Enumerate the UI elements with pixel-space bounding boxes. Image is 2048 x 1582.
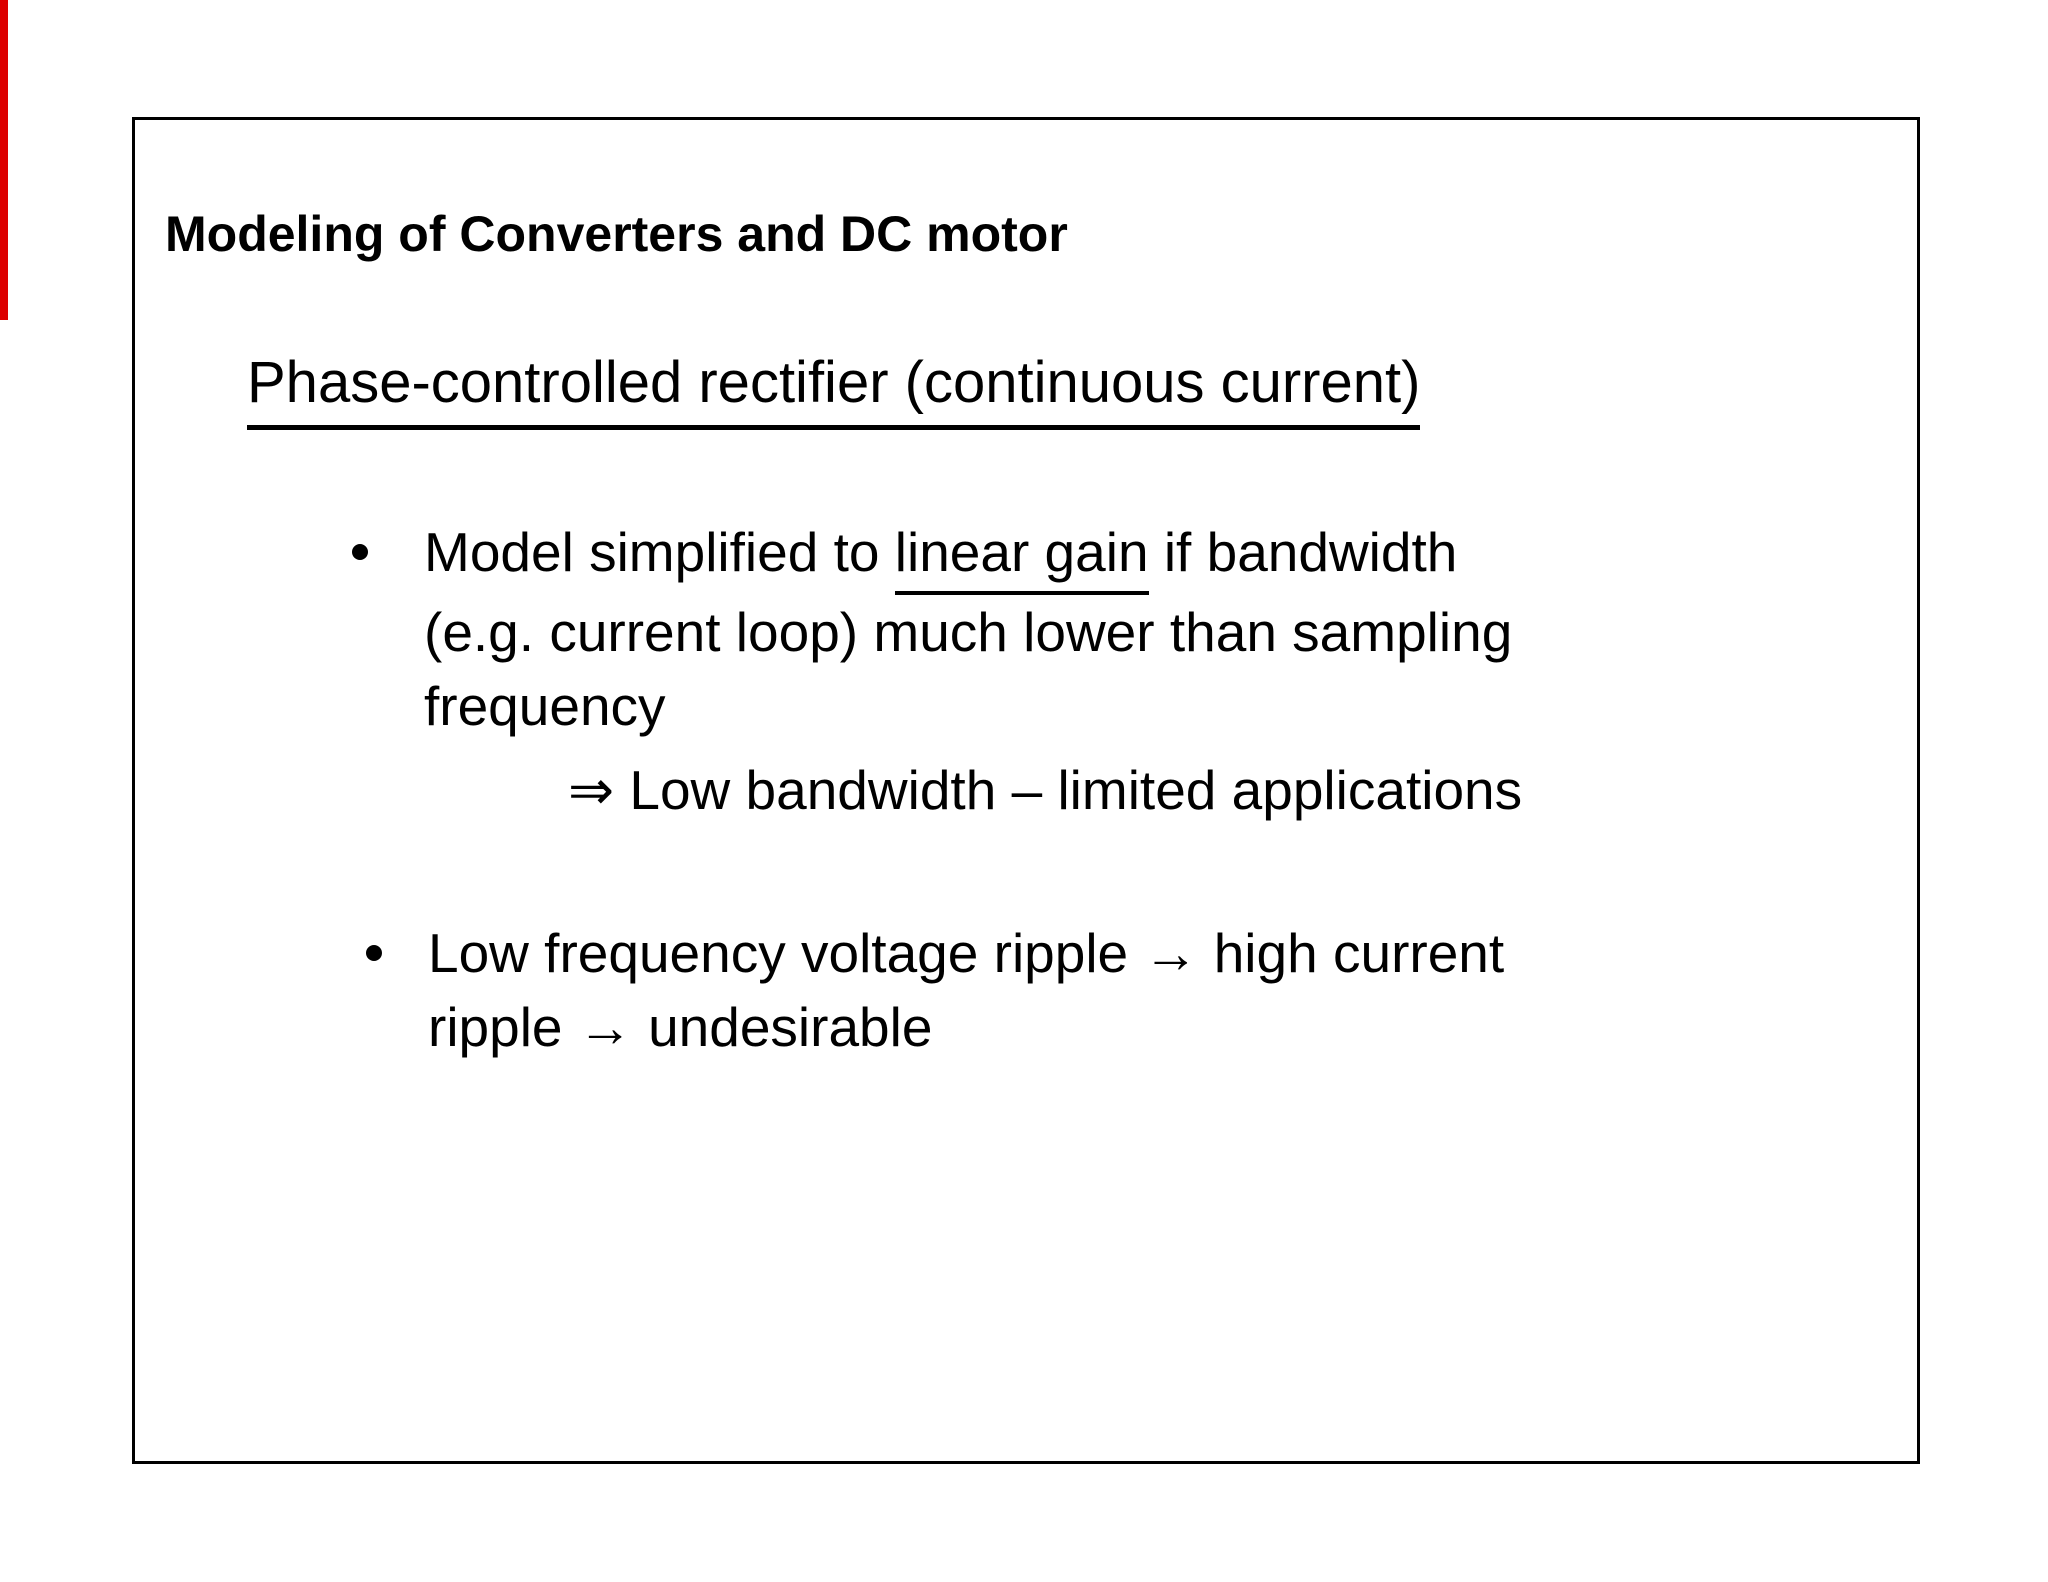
bullet1-line1: Model simplified to linear gain if bandw… (424, 515, 1512, 595)
bullet-icon (366, 945, 382, 961)
slide-heading-text: Phase-controlled rectifier (continuous c… (247, 348, 1421, 430)
bullet-icon (352, 544, 368, 560)
bullet1-line2: (e.g. current loop) much lower than samp… (424, 601, 1513, 663)
bullet2-line1: Low frequency voltage ripple → high curr… (428, 922, 1505, 984)
bullet1-line1-post: if bandwidth (1148, 521, 1458, 583)
slide-heading: Phase-controlled rectifier (continuous c… (247, 348, 1421, 430)
left-red-stripe (0, 0, 8, 320)
implication-line: ⇒ Low bandwidth – limited applications (568, 759, 1523, 821)
bullet-item-2: Low frequency voltage ripple → high curr… (428, 916, 1504, 1064)
bullet-item-1: Model simplified to linear gain if bandw… (424, 515, 1512, 743)
bullet1-line1-pre: Model simplified to (424, 521, 895, 583)
slide-title: Modeling of Converters and DC motor (165, 206, 1068, 262)
bullet1-underlined-phrase: linear gain (894, 515, 1149, 595)
bullet1-line3: frequency (424, 675, 666, 737)
bullet2-line2: ripple → undesirable (428, 996, 933, 1058)
slide-canvas: Modeling of Converters and DC motor Phas… (132, 117, 1920, 1464)
